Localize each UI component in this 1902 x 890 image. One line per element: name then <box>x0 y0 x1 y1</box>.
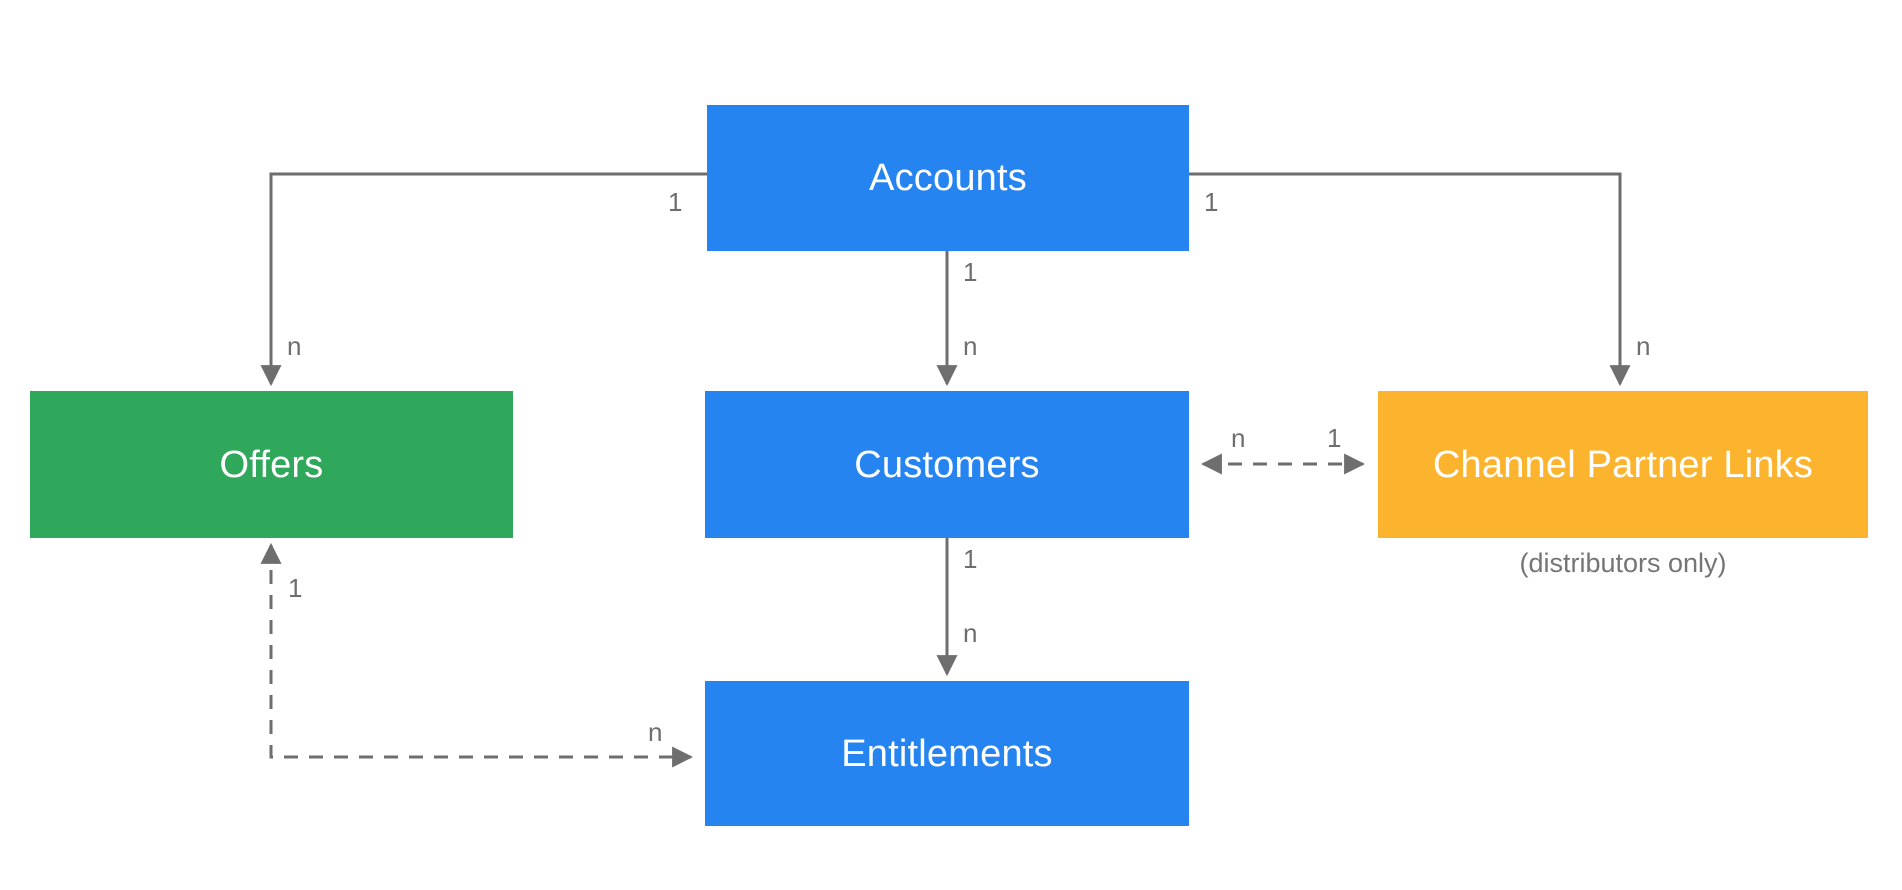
edge-offers-entitlements <box>260 542 694 768</box>
node-entitlements-label: Entitlements <box>841 732 1053 775</box>
edge-label-customers-channel-partner-links-n: n <box>1231 423 1246 453</box>
edge-label-accounts-channel-partner-links-n: n <box>1636 331 1651 361</box>
edge-label-customers-entitlements-one: 1 <box>963 544 978 574</box>
edge-accounts-channel-partner-links <box>1189 172 1631 387</box>
edge-label-accounts-channel-partner-links-one: 1 <box>1204 187 1219 217</box>
node-entitlements[interactable]: Entitlements <box>705 681 1189 826</box>
node-offers[interactable]: Offers <box>30 391 513 538</box>
edge-label-accounts-customers-n: n <box>963 331 978 361</box>
edge-label-accounts-offers-n: n <box>287 331 302 361</box>
node-accounts-label: Accounts <box>869 157 1027 199</box>
node-accounts[interactable]: Accounts <box>707 105 1189 251</box>
node-channel-partner-links[interactable]: Channel Partner Links <box>1378 391 1868 538</box>
node-channel-partner-links-label: Channel Partner Links <box>1432 443 1814 486</box>
edge-label-customers-channel-partner-links-one: 1 <box>1327 423 1342 453</box>
edge-label-customers-entitlements-n: n <box>963 618 978 648</box>
edge-label-offers-entitlements-one: 1 <box>288 573 303 603</box>
node-customers[interactable]: Customers <box>705 391 1189 538</box>
edge-accounts-offers <box>260 172 707 387</box>
node-channel-partner-links-caption: (distributors only) <box>1519 548 1727 578</box>
edge-label-accounts-customers-one: 1 <box>963 257 978 287</box>
edge-label-accounts-offers-one: 1 <box>668 187 683 217</box>
edge-label-offers-entitlements-n: n <box>648 717 663 747</box>
node-customers-label: Customers <box>854 443 1040 486</box>
node-offers-label: Offers <box>219 443 324 486</box>
